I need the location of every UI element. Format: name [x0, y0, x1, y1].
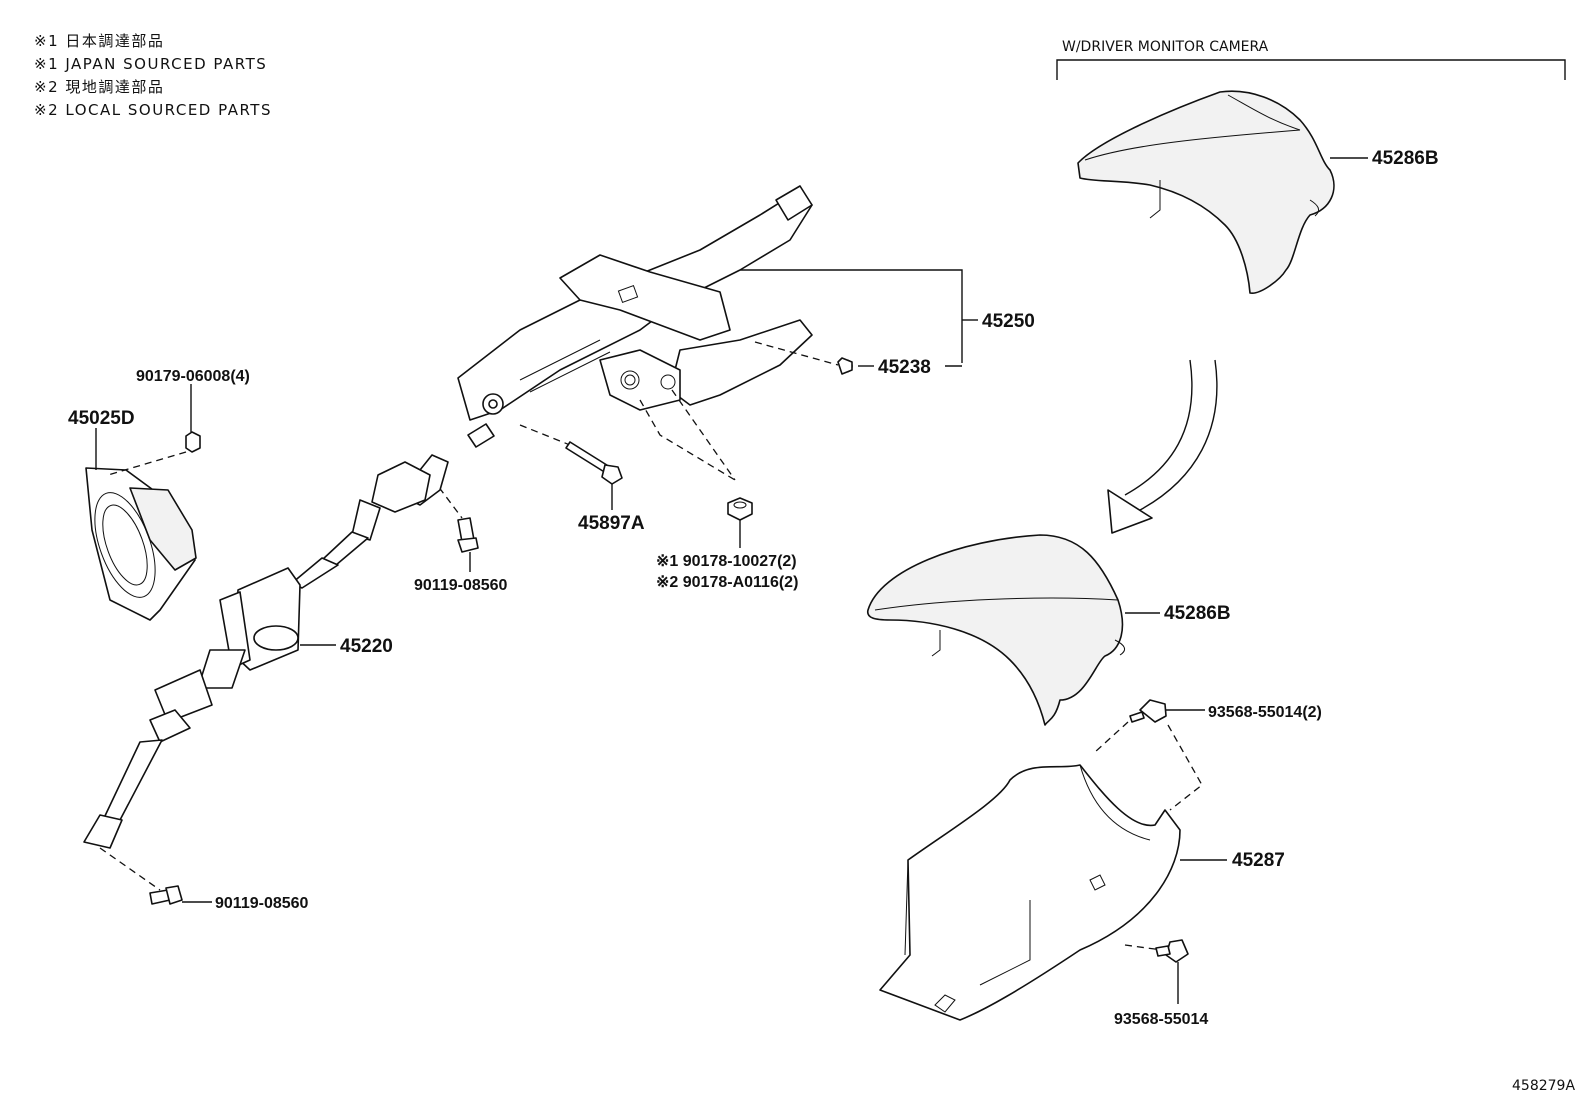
lower-cover-45287[interactable] — [879, 764, 1227, 1021]
upper-cover-camera[interactable] — [1077, 90, 1368, 294]
bolt-45238[interactable] — [754, 341, 962, 375]
note-1-jp: ※1 日本調達部品 — [34, 32, 164, 50]
label-45220: 45220 — [340, 636, 393, 657]
label-45286b-mid: 45286B — [1164, 603, 1231, 624]
variant-arrow — [1107, 359, 1218, 534]
bolt-90119-mid[interactable] — [431, 477, 479, 572]
bolt-90119-bottom[interactable] — [99, 847, 212, 905]
label-90119-mid: 90119-08560 — [414, 577, 508, 594]
diagram-reference-number: 458279A — [1512, 1078, 1575, 1094]
label-93568: 93568-55014 — [1114, 1011, 1208, 1028]
label-90178-2: ※2 90178-A0116(2) — [656, 574, 798, 591]
note-2-en: ※2 LOCAL SOURCED PARTS — [34, 101, 272, 119]
camera-variant-bracket: W/DRIVER MONITOR CAMERA — [1056, 39, 1566, 80]
steering-column-assembly[interactable] — [457, 185, 978, 448]
label-90178-1: ※1 90178-10027(2) — [656, 553, 797, 570]
label-45250: 45250 — [982, 311, 1035, 332]
label-45238: 45238 — [878, 357, 931, 378]
note-1-en: ※1 JAPAN SOURCED PARTS — [34, 55, 267, 73]
label-93568-2: 93568-55014(2) — [1208, 704, 1322, 721]
bolt-45897a[interactable] — [519, 424, 623, 510]
label-45287: 45287 — [1232, 850, 1285, 871]
upper-cover-standard[interactable] — [866, 534, 1160, 726]
nut-90178[interactable] — [639, 389, 753, 548]
screw-93568[interactable] — [1124, 939, 1189, 1004]
label-90119-bottom: 90119-08560 — [215, 895, 309, 912]
nut-90179[interactable] — [107, 384, 201, 476]
label-90179: 90179-06008(4) — [136, 368, 250, 385]
screw-93568-2[interactable] — [1094, 699, 1205, 811]
intermediate-shaft[interactable] — [83, 454, 449, 849]
note-2-jp: ※2 現地調達部品 — [34, 78, 164, 96]
hole-cover-45025d[interactable] — [83, 428, 197, 621]
label-45025d: 45025D — [68, 408, 135, 429]
sourcing-notes: ※1 日本調達部品 ※1 JAPAN SOURCED PARTS ※2 現地調達… — [34, 32, 272, 119]
label-45286b-top: 45286B — [1372, 148, 1439, 169]
label-45897a: 45897A — [578, 513, 645, 534]
camera-note: W/DRIVER MONITOR CAMERA — [1062, 39, 1269, 55]
